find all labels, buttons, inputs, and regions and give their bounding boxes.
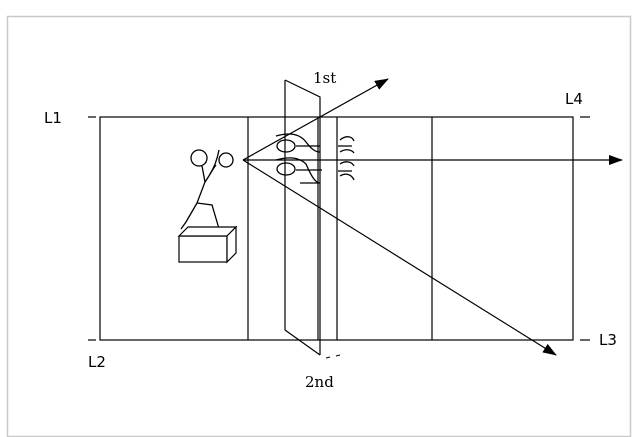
label-l1: L1 (44, 109, 62, 127)
label-second: 2nd (305, 373, 334, 391)
receiver-lines-top (275, 133, 321, 153)
receiver-head-top (276, 139, 296, 153)
plane-bottom-dash-1 (325, 356, 331, 359)
plane-bottom-edge (284, 329, 321, 356)
box-platform (177, 225, 238, 264)
label-l3: L3 (599, 331, 617, 349)
person-body (196, 165, 206, 204)
person-arm-right (209, 149, 220, 175)
person-figure (180, 149, 234, 233)
ball-circle (218, 152, 234, 168)
person-leg-right (196, 202, 221, 233)
person-leg-left (180, 202, 198, 230)
label-l2: L2 (88, 353, 106, 371)
receiver-hand-bottom (338, 161, 355, 181)
receiver-lines-bottom (275, 157, 322, 184)
box-front (178, 235, 228, 263)
box-top (177, 226, 238, 237)
label-first: 1st (313, 69, 336, 87)
receiver-figures (275, 133, 355, 184)
arrow-upper (242, 78, 389, 161)
arrow-lower (242, 159, 557, 356)
plane-top-edge (284, 79, 321, 355)
receiver-head-bottom (276, 162, 296, 176)
receiver-hand-top (338, 136, 355, 154)
box-side (226, 225, 237, 264)
person-head (190, 149, 208, 167)
label-l4: L4 (565, 90, 583, 108)
plane-bottom-dash-2 (335, 354, 341, 357)
